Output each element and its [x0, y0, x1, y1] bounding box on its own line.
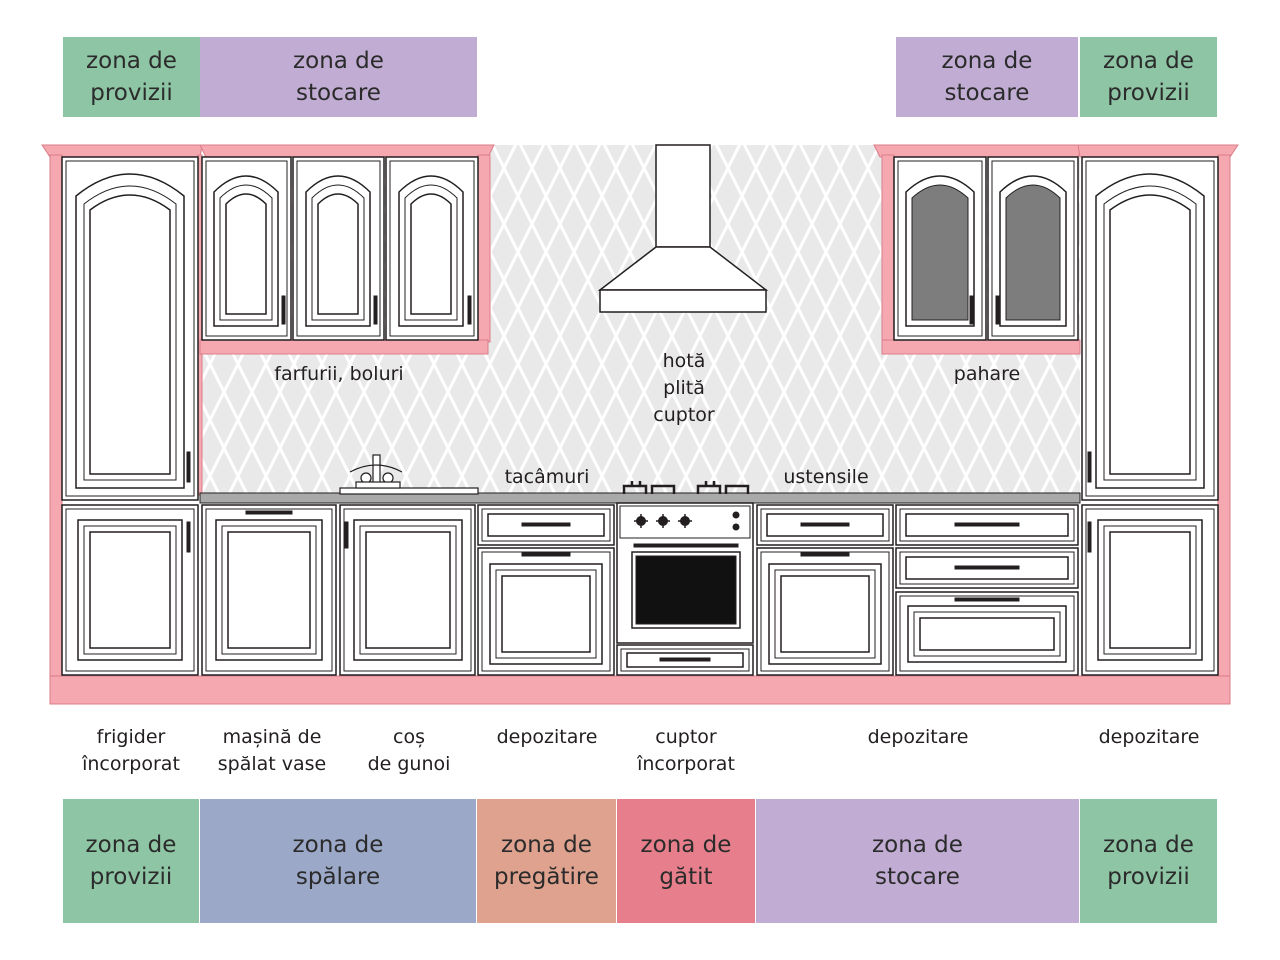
label-trash: coș de gunoi	[367, 726, 451, 775]
base-cabinet-storage-1	[477, 504, 615, 676]
bottom-zone-gatit: zona de gătit	[617, 799, 755, 923]
cooktop-burners-icon	[622, 481, 750, 494]
countertop	[199, 492, 1081, 504]
base-cabinet-trash	[339, 504, 476, 676]
range-hood	[597, 144, 769, 313]
base-cabinet-fridge	[61, 504, 199, 676]
top-zone-provizii-left: zona de provizii	[63, 37, 200, 117]
label-dishwasher: mașină de spălat vase	[217, 726, 327, 775]
base-cabinet-storage-2	[756, 504, 894, 676]
label-utensils: ustensile	[783, 466, 869, 488]
sink-faucet-icon	[339, 454, 479, 495]
bottom-zone-provizii-right: zona de provizii	[1080, 799, 1217, 923]
label-oven: cuptor încorporat	[637, 726, 735, 775]
plinth	[49, 675, 1231, 705]
label-cutlery: tacâmuri	[504, 466, 590, 488]
bottom-zone-pregatire: zona de pregătire	[477, 799, 616, 923]
tall-cabinet-left	[61, 156, 199, 501]
label-storage-1: depozitare	[496, 726, 598, 748]
bottom-zone-stocare: zona de stocare	[756, 799, 1079, 923]
base-cabinet-storage-3	[1081, 504, 1219, 676]
bottom-zone-spalare: zona de spălare	[200, 799, 476, 923]
tall-cabinet-frame-left	[41, 144, 203, 681]
label-fridge: frigider încorporat	[82, 726, 180, 775]
top-zone-stocare-left: zona de stocare	[200, 37, 477, 117]
glass-cabinet-right-2	[987, 156, 1079, 341]
wall-cabinet-left-1	[201, 156, 292, 341]
wall-cabinet-frame-right	[873, 144, 1085, 355]
label-glasses: pahare	[953, 363, 1021, 385]
wall-cabinet-left-2	[292, 156, 385, 341]
label-plates: farfurii, boluri	[274, 363, 404, 385]
base-cabinet-dishwasher	[201, 504, 337, 676]
wall-cabinet-left-3	[385, 156, 479, 341]
label-hood-stack: hotă plită cuptor	[653, 350, 715, 426]
tall-cabinet-right	[1081, 156, 1219, 501]
wall-cabinet-frame-left	[199, 144, 495, 355]
top-zone-provizii-right: zona de provizii	[1080, 37, 1217, 117]
top-zone-stocare-right: zona de stocare	[896, 37, 1078, 117]
built-in-oven	[616, 502, 754, 676]
label-storage-3: depozitare	[1098, 726, 1200, 748]
base-cabinet-drawers	[895, 504, 1079, 676]
label-storage-2: depozitare	[867, 726, 969, 748]
bottom-zone-provizii-left: zona de provizii	[63, 799, 199, 923]
glass-cabinet-right-1	[893, 156, 987, 341]
